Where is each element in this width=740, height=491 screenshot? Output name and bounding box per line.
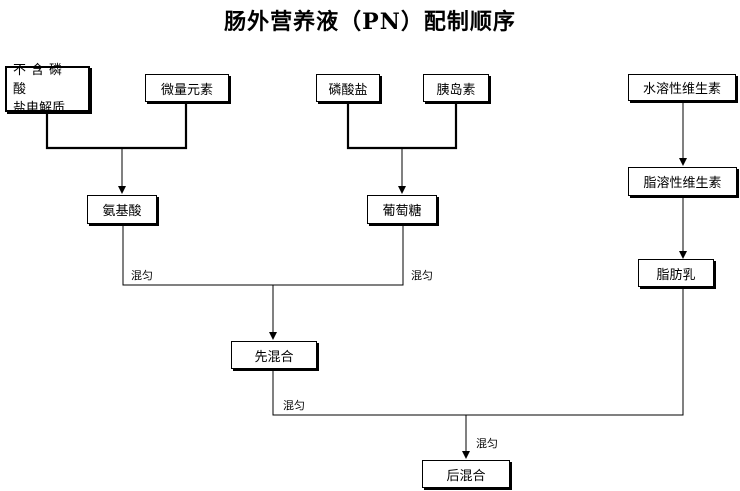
node-glucose: 葡萄糖: [367, 195, 437, 224]
label-mix-amino: 混匀: [131, 269, 153, 282]
label-mix-first: 混匀: [283, 399, 305, 412]
node-electrolyte-line2: 盐电解质: [13, 100, 66, 116]
node-amino-acids: 氨基酸: [87, 195, 157, 224]
connector-to-first-mix: [122, 224, 404, 286]
node-electrolyte-line1: 不含磷酸: [13, 62, 68, 97]
node-first-mix: 先混合: [231, 341, 317, 369]
node-final-mix: 后混合: [422, 460, 510, 488]
connector-to-amino: [45, 102, 188, 150]
node-phosphate: 磷酸盐: [316, 74, 380, 102]
node-insulin: 胰岛素: [423, 74, 489, 102]
node-water-vitamins: 水溶性维生素: [628, 74, 736, 101]
node-trace-elements: 微量元素: [145, 74, 229, 102]
node-electrolyte: 不含磷酸 盐电解质: [5, 63, 90, 116]
label-mix-final: 混匀: [476, 437, 498, 450]
node-fat-vitamins: 脂溶性维生素: [628, 167, 737, 196]
page-title: 肠外营养液（PN）配制顺序: [224, 9, 516, 35]
connector-to-final-mix: [272, 287, 684, 416]
node-fat-emulsion: 脂肪乳: [638, 259, 714, 287]
connector-to-glucose: [346, 102, 458, 150]
label-mix-glucose: 混匀: [411, 269, 433, 282]
